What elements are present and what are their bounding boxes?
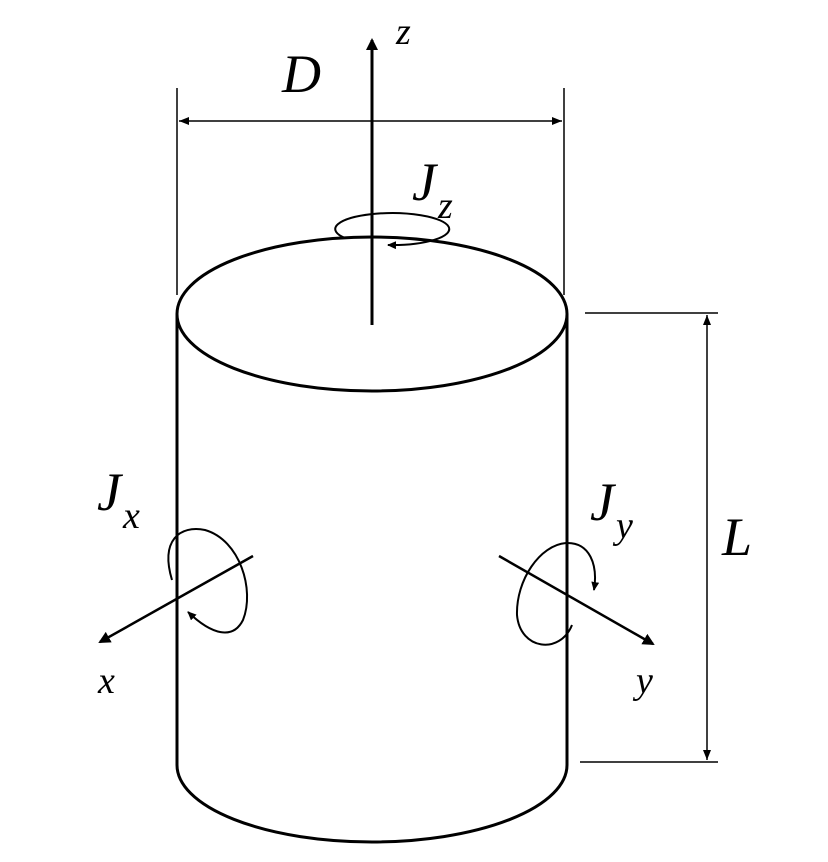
moment-x-sub: x (122, 495, 140, 537)
y-axis-group: y Jy (498, 472, 655, 702)
diameter-dimension: D (176, 44, 565, 295)
z-axis-label: z (395, 11, 411, 53)
moment-x-label: Jx (97, 462, 140, 537)
z-axis-group: z Jz (334, 11, 453, 325)
cylinder-bottom-edge (175, 764, 569, 844)
moment-x-main: J (97, 462, 124, 522)
length-dimension: L (580, 312, 752, 763)
x-axis-group: x Jx (97, 462, 254, 702)
y-axis-line (498, 554, 655, 646)
moment-y-sub: y (612, 505, 633, 547)
moment-z-sub: z (437, 185, 453, 227)
length-label: L (721, 507, 752, 567)
y-rotation-arrow (515, 541, 600, 646)
moment-y-main: J (590, 472, 617, 532)
x-axis-line (98, 554, 254, 644)
moment-y-label: Jy (590, 472, 633, 547)
cylinder (175, 235, 569, 844)
z-rotation-arrow (334, 212, 451, 250)
moment-z-main: J (412, 152, 439, 212)
x-axis-label: x (97, 660, 115, 702)
moment-z-label: Jz (412, 152, 453, 227)
x-rotation-arrow (167, 528, 248, 634)
diameter-label: D (281, 44, 321, 104)
y-axis-label: y (632, 660, 653, 702)
